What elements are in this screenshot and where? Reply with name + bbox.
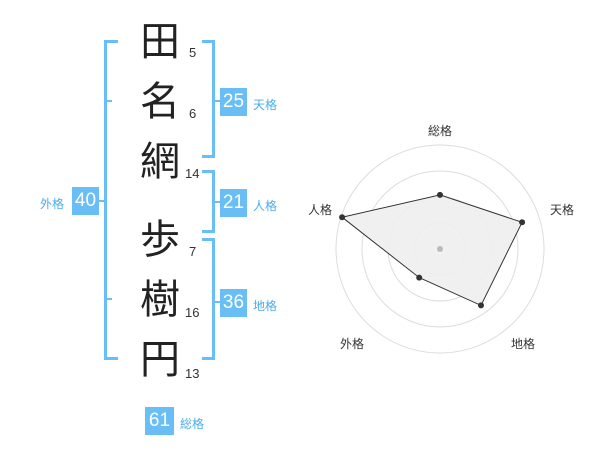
gaikaku-tick-2 xyxy=(104,298,112,300)
radar-point-3 xyxy=(478,302,484,309)
radar-label-gaikaku: 外格 xyxy=(340,337,365,351)
radar-ring-1 xyxy=(335,144,545,354)
radar-label-soukaku: 総格 xyxy=(428,124,453,138)
radar-chart xyxy=(335,144,545,354)
radar-points xyxy=(339,191,526,309)
stroke-count-6: 13 xyxy=(185,366,200,381)
tenkaku-connector xyxy=(212,100,222,102)
jinkaku-connector xyxy=(212,201,222,203)
tenkaku-badge: 25 xyxy=(220,88,247,116)
name-char-5: 樹 xyxy=(140,277,180,323)
stroke-count-1: 5 xyxy=(189,45,197,60)
tenkaku-label: 天格 xyxy=(253,98,278,112)
radar-point-5 xyxy=(339,214,346,221)
radar-label-tenkaku: 天格 xyxy=(550,203,575,217)
tenkaku-bracket-top xyxy=(202,40,215,43)
radar-ring-2 xyxy=(361,170,519,328)
name-char-2: 名 xyxy=(140,79,180,125)
chikaku-badge: 36 xyxy=(220,289,247,317)
chikaku-label: 地格 xyxy=(253,299,278,313)
jinkaku-badge: 21 xyxy=(220,189,247,217)
gaikaku-tick-1 xyxy=(104,100,112,102)
stroke-count-5: 16 xyxy=(185,305,200,320)
chikaku-bracket-bottom xyxy=(202,357,215,360)
tenkaku-bracket-bottom xyxy=(202,155,215,158)
soukaku-label: 総格 xyxy=(180,417,205,431)
radar-point-2 xyxy=(519,219,526,226)
jinkaku-bracket-top xyxy=(202,170,215,173)
gaikaku-bracket-top xyxy=(104,40,118,43)
stroke-count-2: 6 xyxy=(189,106,197,121)
stroke-count-4: 7 xyxy=(189,244,197,259)
gaikaku-badge: 40 xyxy=(72,187,99,215)
soukaku-badge: 61 xyxy=(145,407,174,435)
radar-center-dot xyxy=(437,246,443,252)
gaikaku-label: 外格 xyxy=(40,197,65,211)
jinkaku-bracket-bottom xyxy=(202,230,215,233)
name-char-4: 歩 xyxy=(140,217,180,263)
stroke-count-3: 14 xyxy=(185,166,200,181)
chikaku-bracket-top xyxy=(202,238,215,241)
name-char-6: 円 xyxy=(140,337,180,383)
gaikaku-bracket-bottom xyxy=(104,357,118,360)
gaikaku-connector xyxy=(96,200,106,202)
tenkaku-bracket-line xyxy=(212,40,215,158)
radar-point-4 xyxy=(416,274,423,281)
chikaku-bracket-line xyxy=(212,238,215,360)
radar-label-jinkaku: 人格 xyxy=(308,203,333,217)
chikaku-connector xyxy=(212,301,222,303)
radar-point-1 xyxy=(437,191,443,198)
radar-data-polygon xyxy=(340,194,523,307)
jinkaku-label: 人格 xyxy=(253,199,278,213)
name-char-1: 田 xyxy=(140,19,180,65)
radar-label-chikaku: 地格 xyxy=(511,337,536,351)
name-char-3: 網 xyxy=(140,139,180,185)
